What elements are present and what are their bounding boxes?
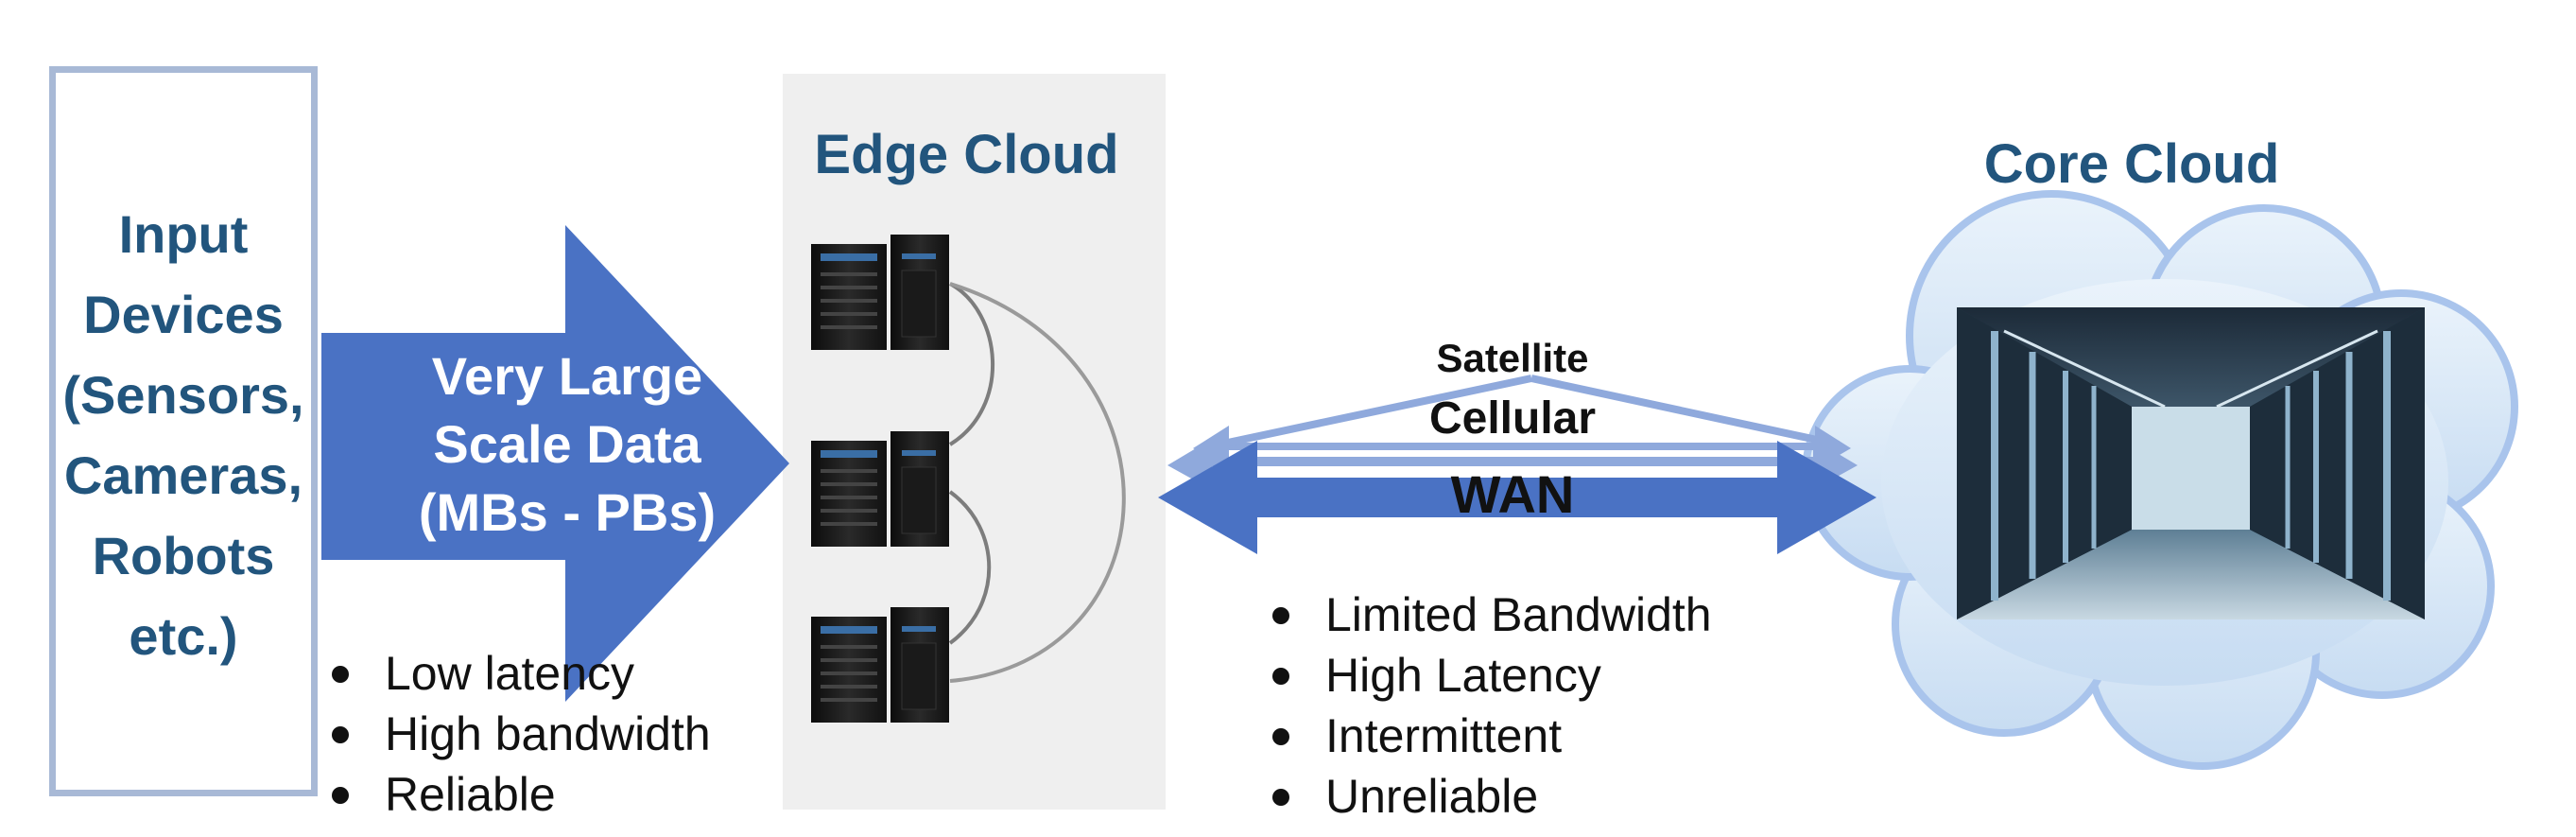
list-item: High bandwidth (326, 704, 711, 764)
edge-properties-list: Low latency High bandwidth Reliable (326, 643, 711, 825)
input-devices-box (49, 66, 318, 796)
list-item: Intermittent (1267, 706, 1712, 766)
list-item: Limited Bandwidth (1267, 584, 1712, 645)
list-item: Unreliable (1267, 766, 1712, 827)
wan-label: WAN (1450, 464, 1575, 524)
input-devices-label: Input Devices (Sensors, Cameras, Robots … (49, 194, 318, 676)
edge-server-stack (811, 235, 1126, 723)
edge-cloud-title: Edge Cloud (814, 124, 1119, 185)
server-rack-icon (811, 607, 949, 723)
list-item: Low latency (326, 643, 711, 704)
input-devices-line: etc.) (129, 606, 238, 666)
satellite-link (1193, 375, 1851, 469)
large-data-arrow (321, 225, 789, 702)
input-devices-line: Devices (83, 285, 284, 344)
data-volume-label: Very Large Scale Data (MBs - PBs) (359, 342, 775, 547)
input-devices-line: Robots (92, 526, 275, 585)
input-devices-line: Input (118, 204, 249, 264)
server-rack-icon (811, 235, 949, 350)
server-rack-icon (811, 431, 949, 547)
server-link (948, 282, 994, 446)
datacenter-image (1957, 307, 2425, 619)
core-cloud-title: Core Cloud (1983, 133, 2280, 195)
input-devices-line: (Sensors, (62, 365, 304, 425)
list-item: Reliable (326, 764, 711, 825)
wan-link (1158, 441, 1876, 554)
cellular-label: Cellular (1428, 393, 1597, 444)
data-volume-line: Very Large (431, 346, 703, 406)
network-properties-list: Limited Bandwidth High Latency Intermitt… (1267, 584, 1712, 827)
list-item: High Latency (1267, 645, 1712, 706)
server-link (949, 282, 1126, 683)
data-volume-line: Scale Data (433, 414, 701, 474)
data-volume-line: (MBs - PBs) (418, 482, 717, 542)
server-link (948, 490, 992, 645)
satellite-label: Satellite (1436, 336, 1589, 380)
input-devices-line: Cameras, (63, 445, 303, 505)
